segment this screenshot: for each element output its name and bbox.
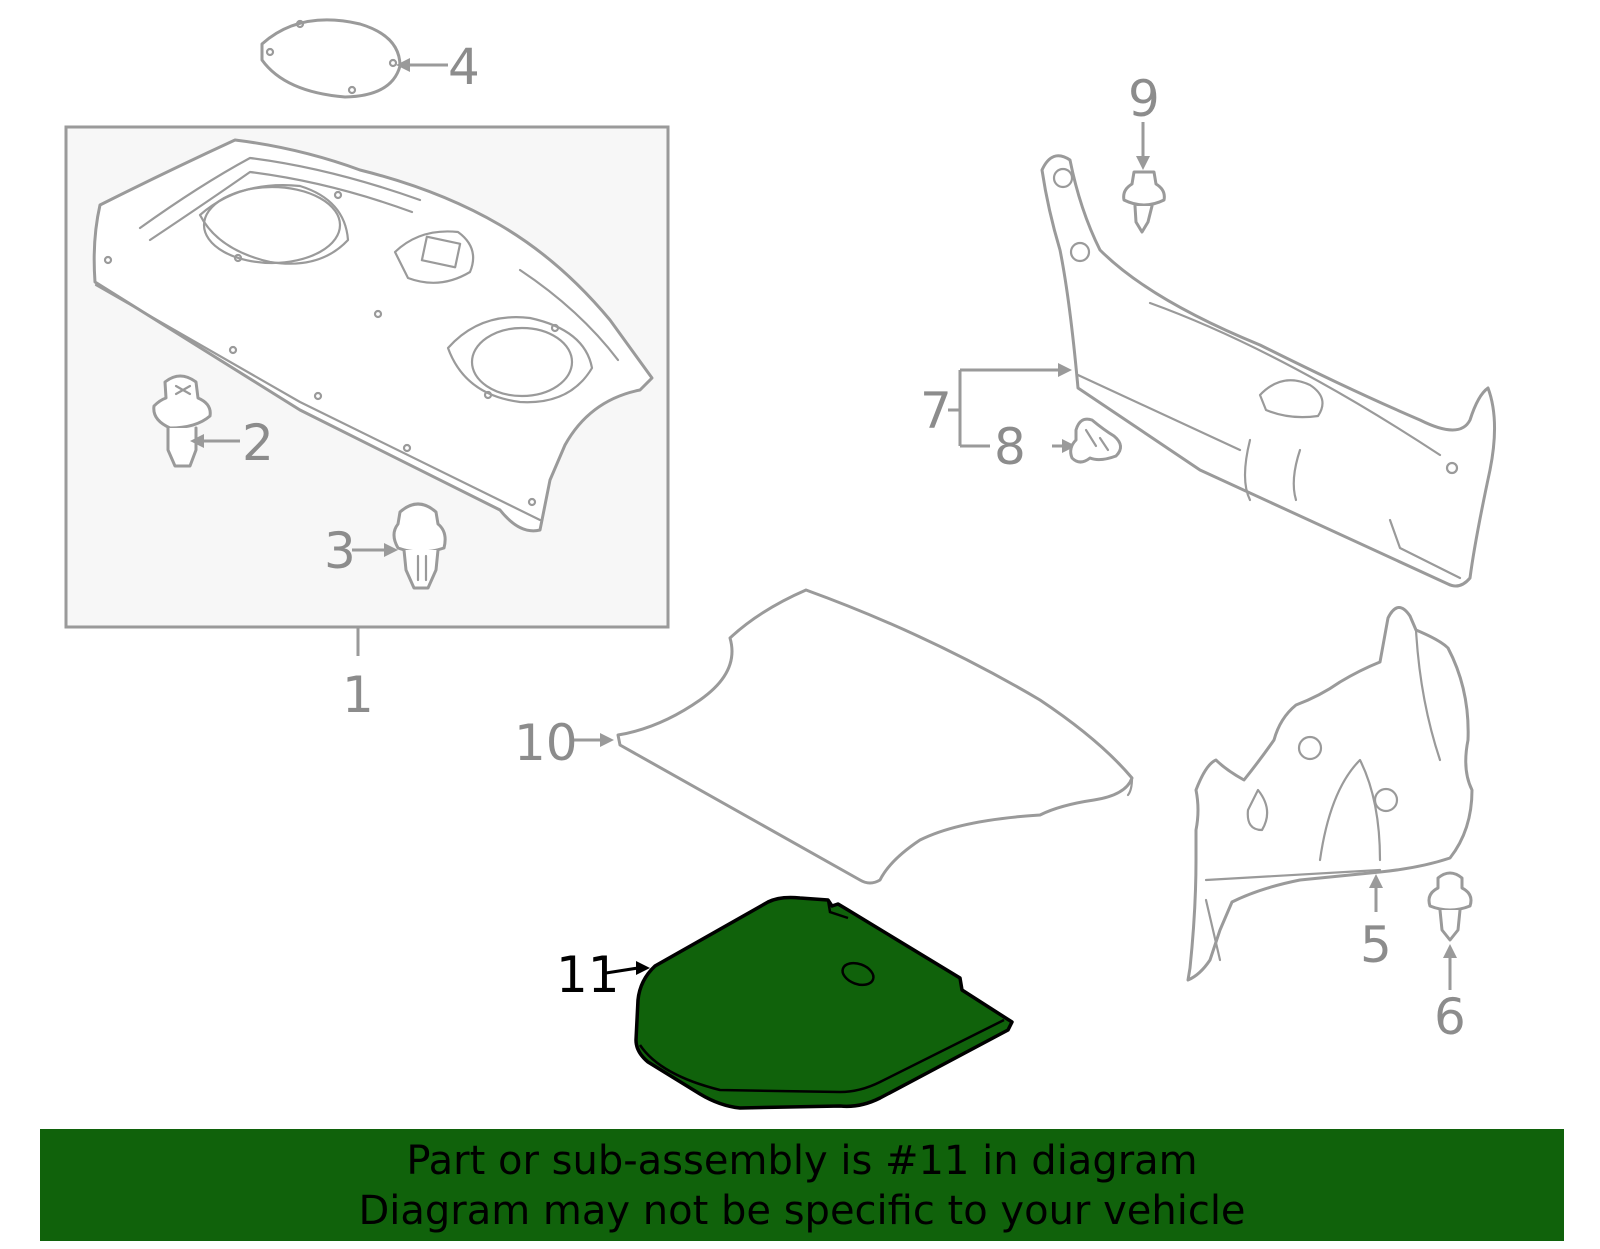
callout-2: 2 <box>242 414 274 472</box>
part-1-package-tray[interactable] <box>92 138 654 533</box>
callout-7: 7 <box>920 382 952 440</box>
callout-11: 11 <box>556 946 620 1004</box>
part-7-trim-panel[interactable] <box>1040 154 1496 588</box>
part-5-quarter-trim[interactable] <box>1186 606 1474 982</box>
part-11-spare-tire-cover[interactable] <box>605 895 1014 1110</box>
callout-3: 3 <box>324 522 356 580</box>
callout-9: 9 <box>1128 70 1160 128</box>
callout-4: 4 <box>448 38 480 96</box>
part-6-push-clip[interactable] <box>1427 871 1473 990</box>
part-8-retainer[interactable] <box>1052 417 1122 464</box>
callout-6: 6 <box>1434 988 1466 1046</box>
callout-10: 10 <box>514 714 578 772</box>
callout-1: 1 <box>342 666 374 724</box>
info-banner: Part or sub-assembly is #11 in diagram D… <box>40 1129 1564 1241</box>
banner-line-2: Diagram may not be specific to your vehi… <box>358 1188 1246 1234</box>
part-10-floor-mat[interactable] <box>572 588 1134 885</box>
part-4-cover-plate[interactable] <box>260 18 448 99</box>
part-2-push-clip[interactable] <box>152 374 240 468</box>
part-9-push-clip[interactable] <box>1122 122 1166 234</box>
part-3-push-clip[interactable] <box>352 502 447 590</box>
callout-8: 8 <box>994 418 1026 476</box>
banner-line-1: Part or sub-assembly is #11 in diagram <box>406 1138 1198 1184</box>
callout-5: 5 <box>1360 916 1392 974</box>
